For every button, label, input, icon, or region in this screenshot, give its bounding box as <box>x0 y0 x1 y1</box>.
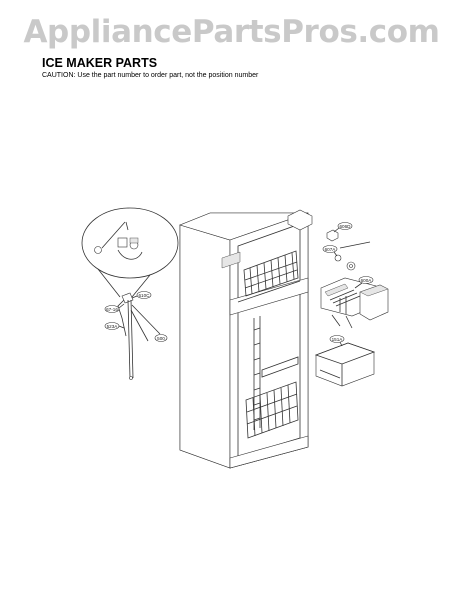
callout-67-16: 67-16 <box>104 303 125 313</box>
ice-maker-assembly <box>314 229 389 387</box>
caution-note: CAUTION: Use the part number to order pa… <box>42 72 259 79</box>
page-title: ICE MAKER PARTS <box>42 56 158 70</box>
detail-circle <box>81 207 179 298</box>
callout-606D: 606D <box>333 222 353 233</box>
svg-text:600A: 600A <box>361 278 373 283</box>
svg-text:610C: 610C <box>139 293 151 298</box>
svg-text:151A: 151A <box>332 337 344 342</box>
svg-text:523A: 523A <box>107 324 119 329</box>
callout-500: 500 <box>154 334 168 342</box>
refrigerator-cabinet <box>179 209 313 469</box>
svg-text:67-16: 67-16 <box>106 307 118 312</box>
callout-151A: 151A <box>329 335 345 347</box>
water-valve-assembly <box>117 292 161 380</box>
callout-label: 606D <box>340 224 352 229</box>
svg-text:500: 500 <box>157 336 165 341</box>
watermark: AppliancePartsPros.com <box>23 14 440 50</box>
callout-610C: 610C <box>131 291 152 299</box>
callout-607A: 607A <box>322 245 338 257</box>
svg-text:607A: 607A <box>325 247 337 252</box>
callout-523A: 523A <box>104 322 125 330</box>
callout-600A: 600A <box>354 276 374 289</box>
